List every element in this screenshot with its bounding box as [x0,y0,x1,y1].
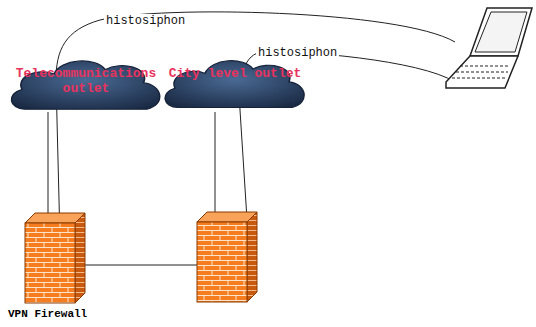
device-label: VPN Firewall [8,308,118,321]
tunnel-line [56,12,455,240]
wire [83,265,198,266]
firewall-node: VPN Firewall [8,212,118,321]
connector [48,112,49,223]
cloud-shape [160,52,310,116]
cloud-node: Telecommunications outlet [6,52,166,118]
firewall-icon [24,212,86,304]
link-label: histosiphon [256,46,339,60]
cloud-label: City level outlet [164,66,306,81]
firewall-icon [197,212,257,302]
link-label: histosiphon [104,14,187,28]
cloud-node: City level outlet [160,52,310,116]
wire [215,112,216,220]
cloud-label: Telecommunications outlet [10,66,162,96]
laptop-icon [446,8,532,88]
